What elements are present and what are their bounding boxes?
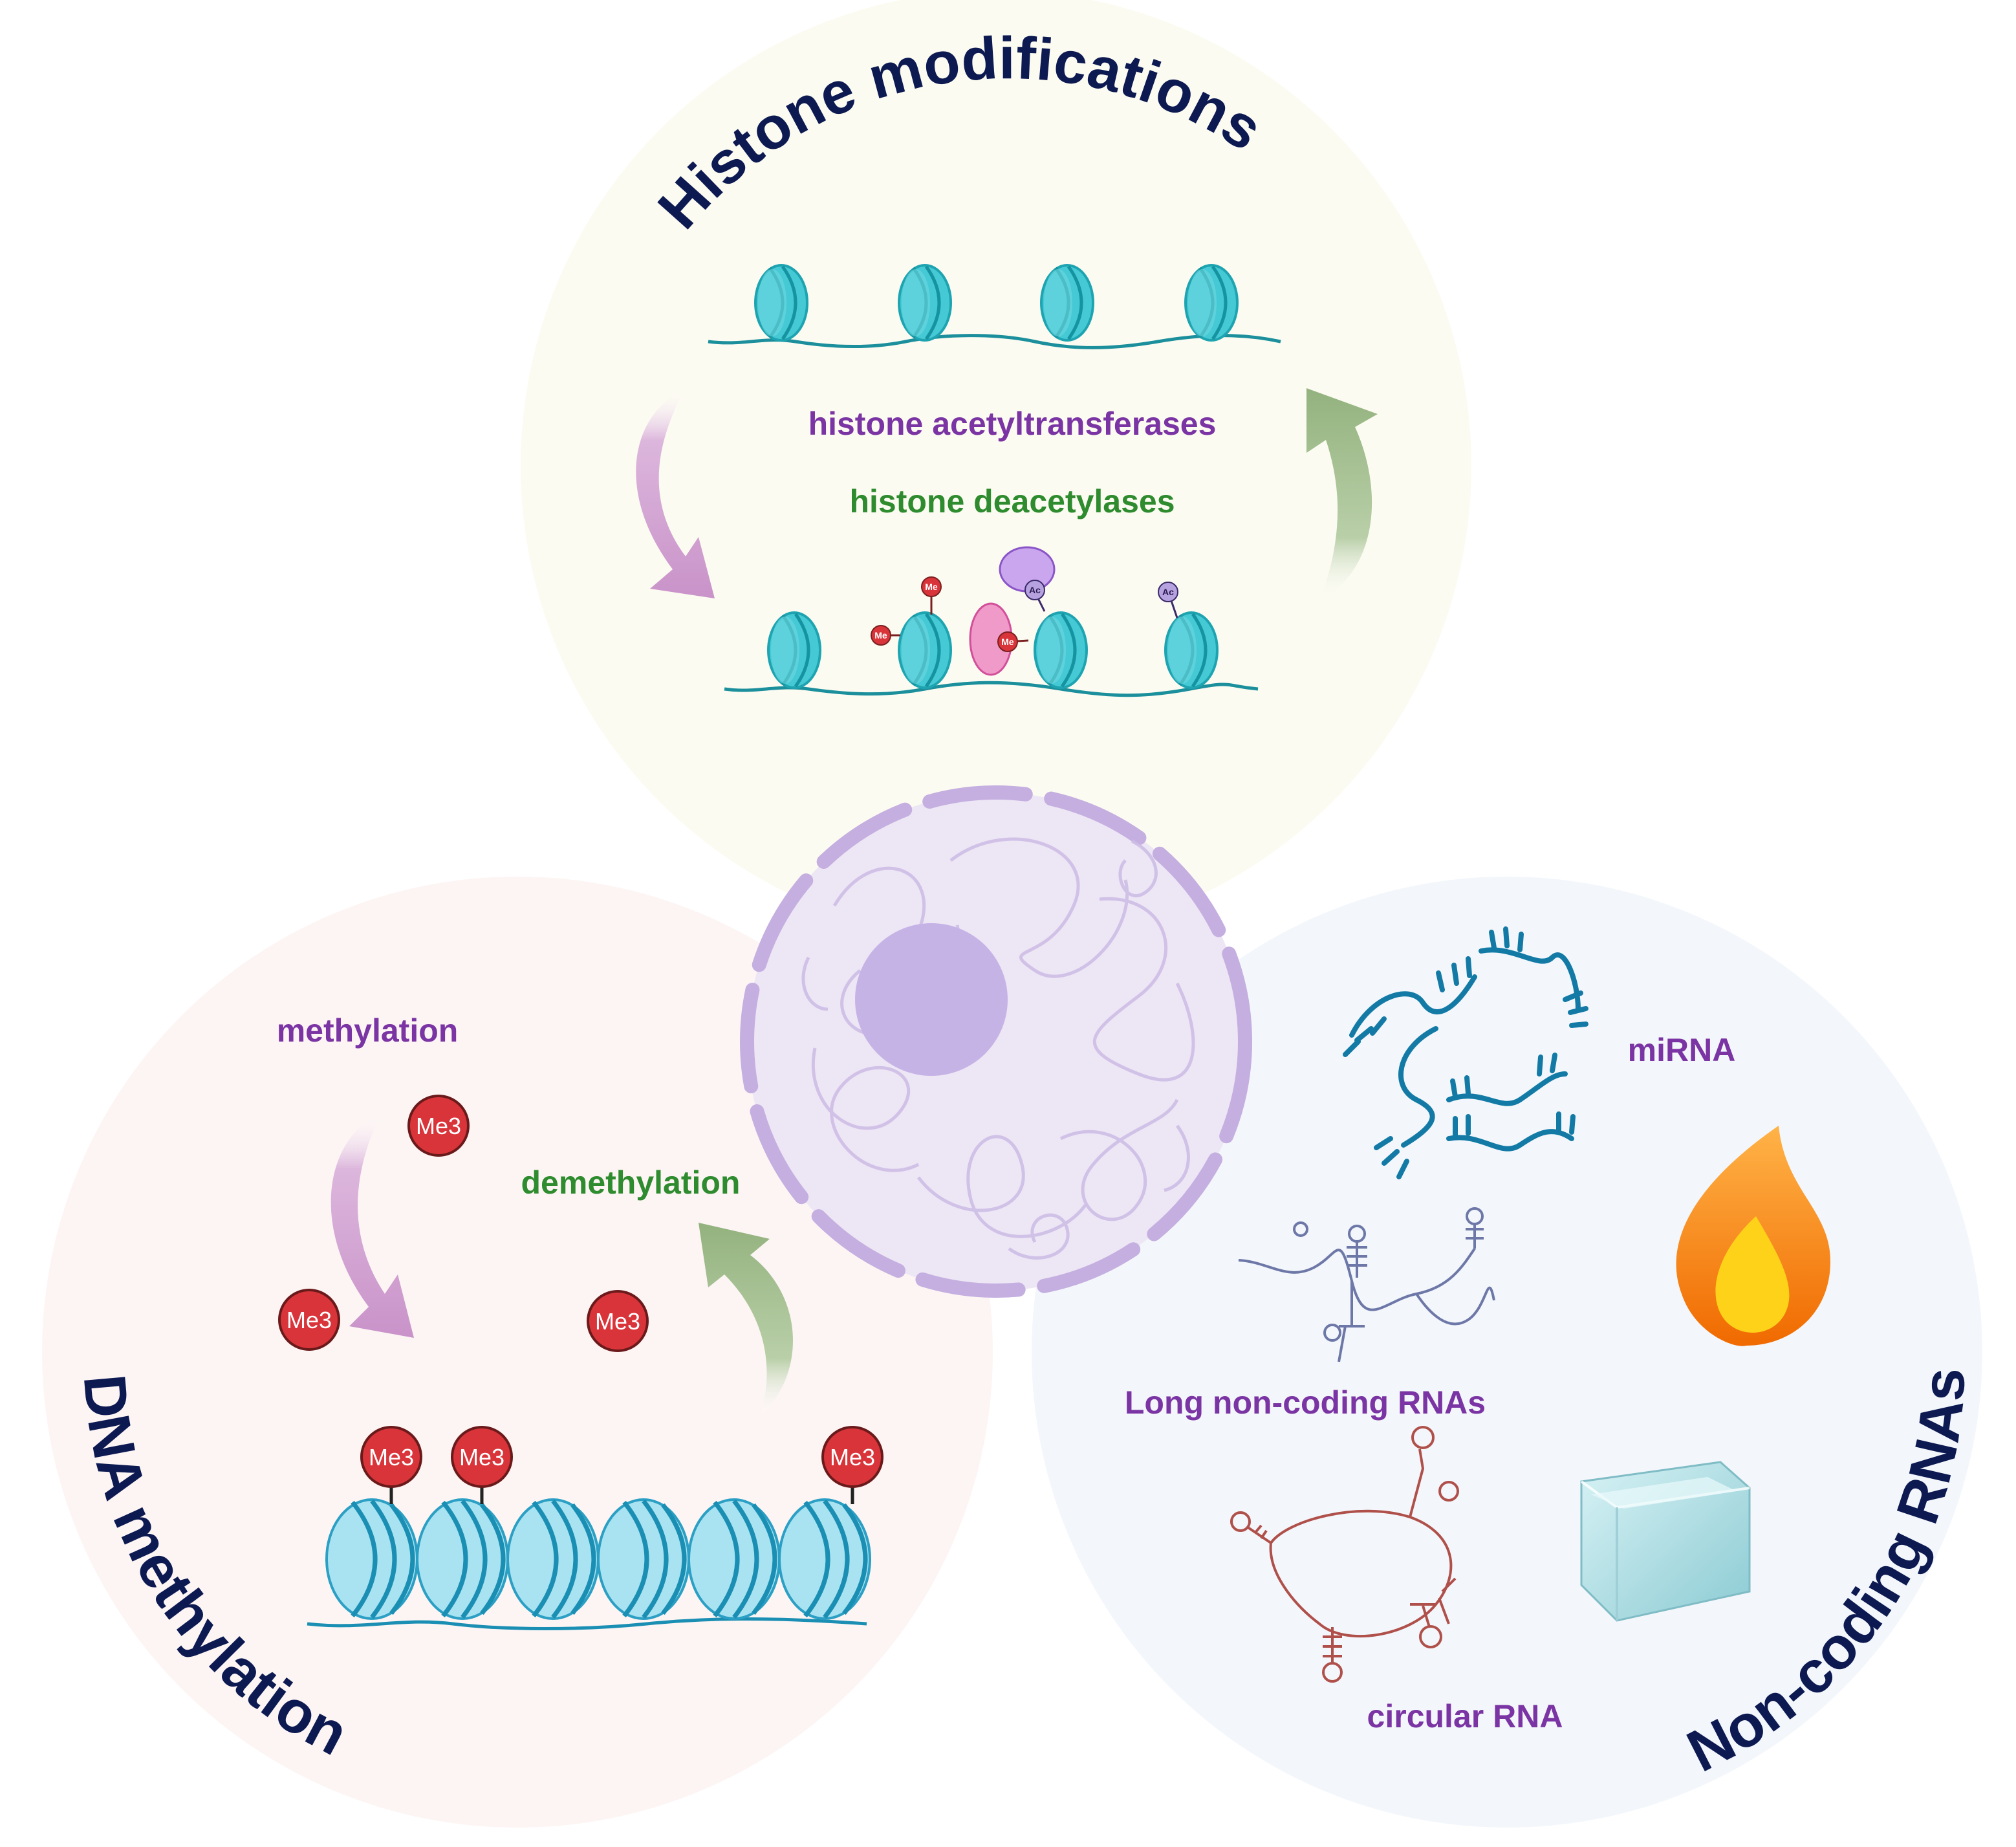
me3-badge: Me3 xyxy=(360,1426,422,1488)
nucleolus xyxy=(855,923,1008,1076)
flame-icon xyxy=(1676,1126,1830,1346)
svg-text:Me3: Me3 xyxy=(830,1444,875,1470)
me3-badge: Me3 xyxy=(587,1290,649,1352)
cell-nucleus xyxy=(740,785,1252,1298)
svg-text:Me: Me xyxy=(874,630,887,640)
methylation-arrow xyxy=(331,1113,414,1338)
ac-badge: Ac xyxy=(1158,582,1178,602)
svg-text:Me3: Me3 xyxy=(459,1444,504,1470)
svg-text:Me3: Me3 xyxy=(416,1113,461,1139)
svg-text:Me3: Me3 xyxy=(595,1308,640,1335)
histone-deacetylases-label: histone deacetylases xyxy=(849,483,1175,519)
mirna-label: miRNA xyxy=(1628,1032,1736,1068)
svg-text:Me: Me xyxy=(925,582,938,592)
demethylation-label: demethylation xyxy=(521,1164,741,1201)
me3-badge: Me3 xyxy=(451,1426,513,1488)
histone-section-circle xyxy=(521,0,1471,941)
svg-text:Me3: Me3 xyxy=(369,1444,414,1470)
me-badge: Me xyxy=(871,625,891,646)
svg-text:Me3: Me3 xyxy=(287,1307,332,1333)
deacetylation-arrow xyxy=(1306,388,1378,602)
svg-text:Ac: Ac xyxy=(1162,587,1174,597)
ac-badge: Ac xyxy=(1024,580,1045,600)
chromatin-strand-top xyxy=(708,265,1281,349)
me3-badge: Me3 xyxy=(407,1095,470,1157)
demethylation-arrow xyxy=(699,1223,794,1417)
ice-cube-icon xyxy=(1580,1461,1751,1622)
methylation-label: methylation xyxy=(277,1012,459,1049)
mirna-icon xyxy=(1343,926,1588,1179)
me-badge: Me xyxy=(997,631,1018,652)
svg-text:Me: Me xyxy=(1001,637,1014,647)
lncrna-icon xyxy=(1238,1207,1495,1362)
lncrna-label: Long non-coding RNAs xyxy=(1125,1384,1486,1421)
acetylation-arrow xyxy=(636,388,715,598)
me3-badge: Me3 xyxy=(821,1426,883,1488)
me3-badge: Me3 xyxy=(278,1289,340,1351)
histone-acetyltransferases-label: histone acetyltransferases xyxy=(808,406,1217,442)
me-badge: Me xyxy=(921,576,942,597)
circular-rna-label: circular RNA xyxy=(1367,1698,1563,1734)
svg-text:Ac: Ac xyxy=(1029,585,1041,595)
modified-chromatin-strand: Me Me Me Ac Ac xyxy=(724,546,1259,697)
methylated-chromatin: Me3 Me3 Me3 xyxy=(307,1426,883,1630)
circular-rna-icon xyxy=(1230,1426,1459,1683)
